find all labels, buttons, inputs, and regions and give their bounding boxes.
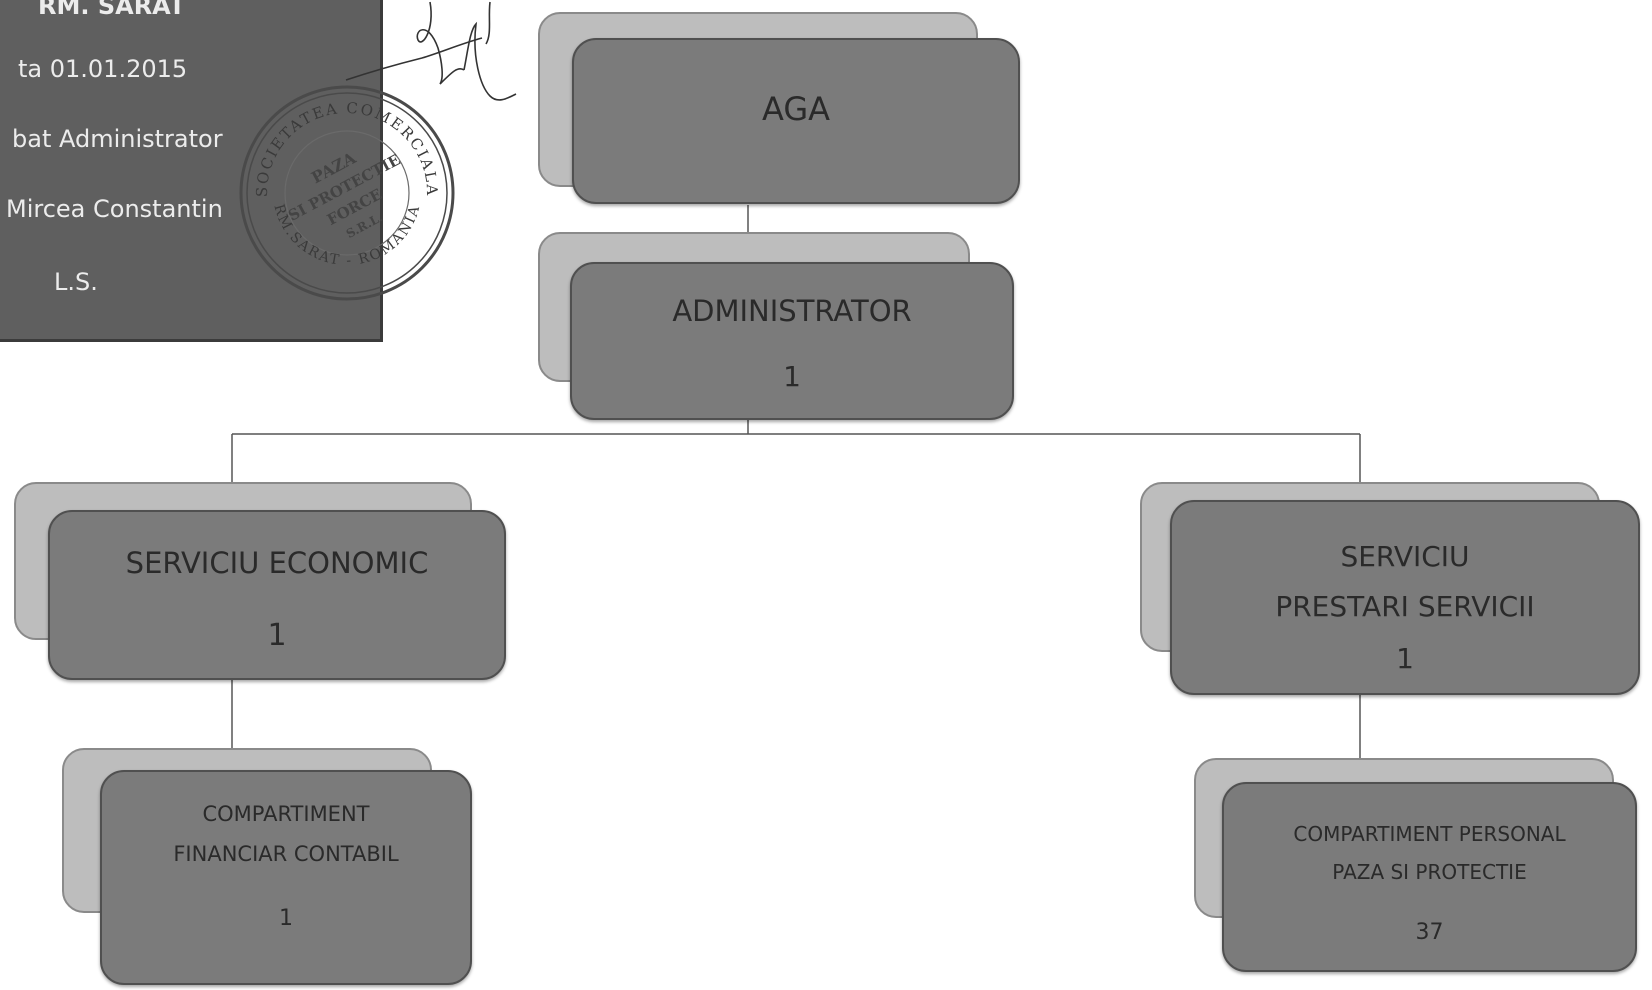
compartiment-financiar-count: 1: [279, 906, 293, 931]
serviciu-economic-box: SERVICIU ECONOMIC 1: [48, 510, 506, 680]
administrator-count: 1: [783, 360, 801, 393]
compartiment-paza-title-line2: PAZA SI PROTECTIE: [1332, 860, 1527, 884]
signature: [345, 1, 517, 101]
company-stamp: SOCIETATEA COMERCIALA RM.SARAT - ROMANIA…: [239, 85, 455, 301]
serviciu-prestari-title-line1: SERVICIU: [1340, 540, 1470, 573]
aga-box: AGA: [572, 38, 1020, 204]
serviciu-economic-title: SERVICIU ECONOMIC: [125, 546, 429, 580]
compartiment-financiar-box: COMPARTIMENT FINANCIAR CONTABIL 1: [100, 770, 472, 985]
approval-city: RM. SARAT: [38, 0, 186, 20]
compartiment-paza-box: COMPARTIMENT PERSONAL PAZA SI PROTECTIE …: [1222, 782, 1637, 972]
serviciu-prestari-title-line2: PRESTARI SERVICII: [1275, 590, 1535, 623]
serviciu-prestari-box: SERVICIU PRESTARI SERVICII 1: [1170, 500, 1640, 695]
approval-name: Mircea Constantin: [6, 195, 223, 223]
compartiment-financiar-title-line1: COMPARTIMENT: [202, 802, 370, 826]
approval-block: RM. SARAT ta 01.01.2015 bat Administrato…: [0, 0, 383, 342]
aga-title: AGA: [761, 90, 830, 128]
serviciu-economic-count: 1: [267, 618, 287, 653]
compartiment-paza-title-line1: COMPARTIMENT PERSONAL: [1293, 822, 1566, 846]
approval-ls: L.S.: [54, 268, 98, 296]
compartiment-financiar-title-line2: FINANCIAR CONTABIL: [173, 842, 399, 866]
approval-date: ta 01.01.2015: [18, 55, 188, 83]
compartiment-paza-count: 37: [1415, 920, 1444, 945]
administrator-title: ADMINISTRATOR: [672, 294, 912, 328]
serviciu-prestari-count: 1: [1396, 642, 1414, 675]
approval-approved-by: bat Administrator: [12, 125, 223, 153]
administrator-box: ADMINISTRATOR 1: [570, 262, 1014, 420]
